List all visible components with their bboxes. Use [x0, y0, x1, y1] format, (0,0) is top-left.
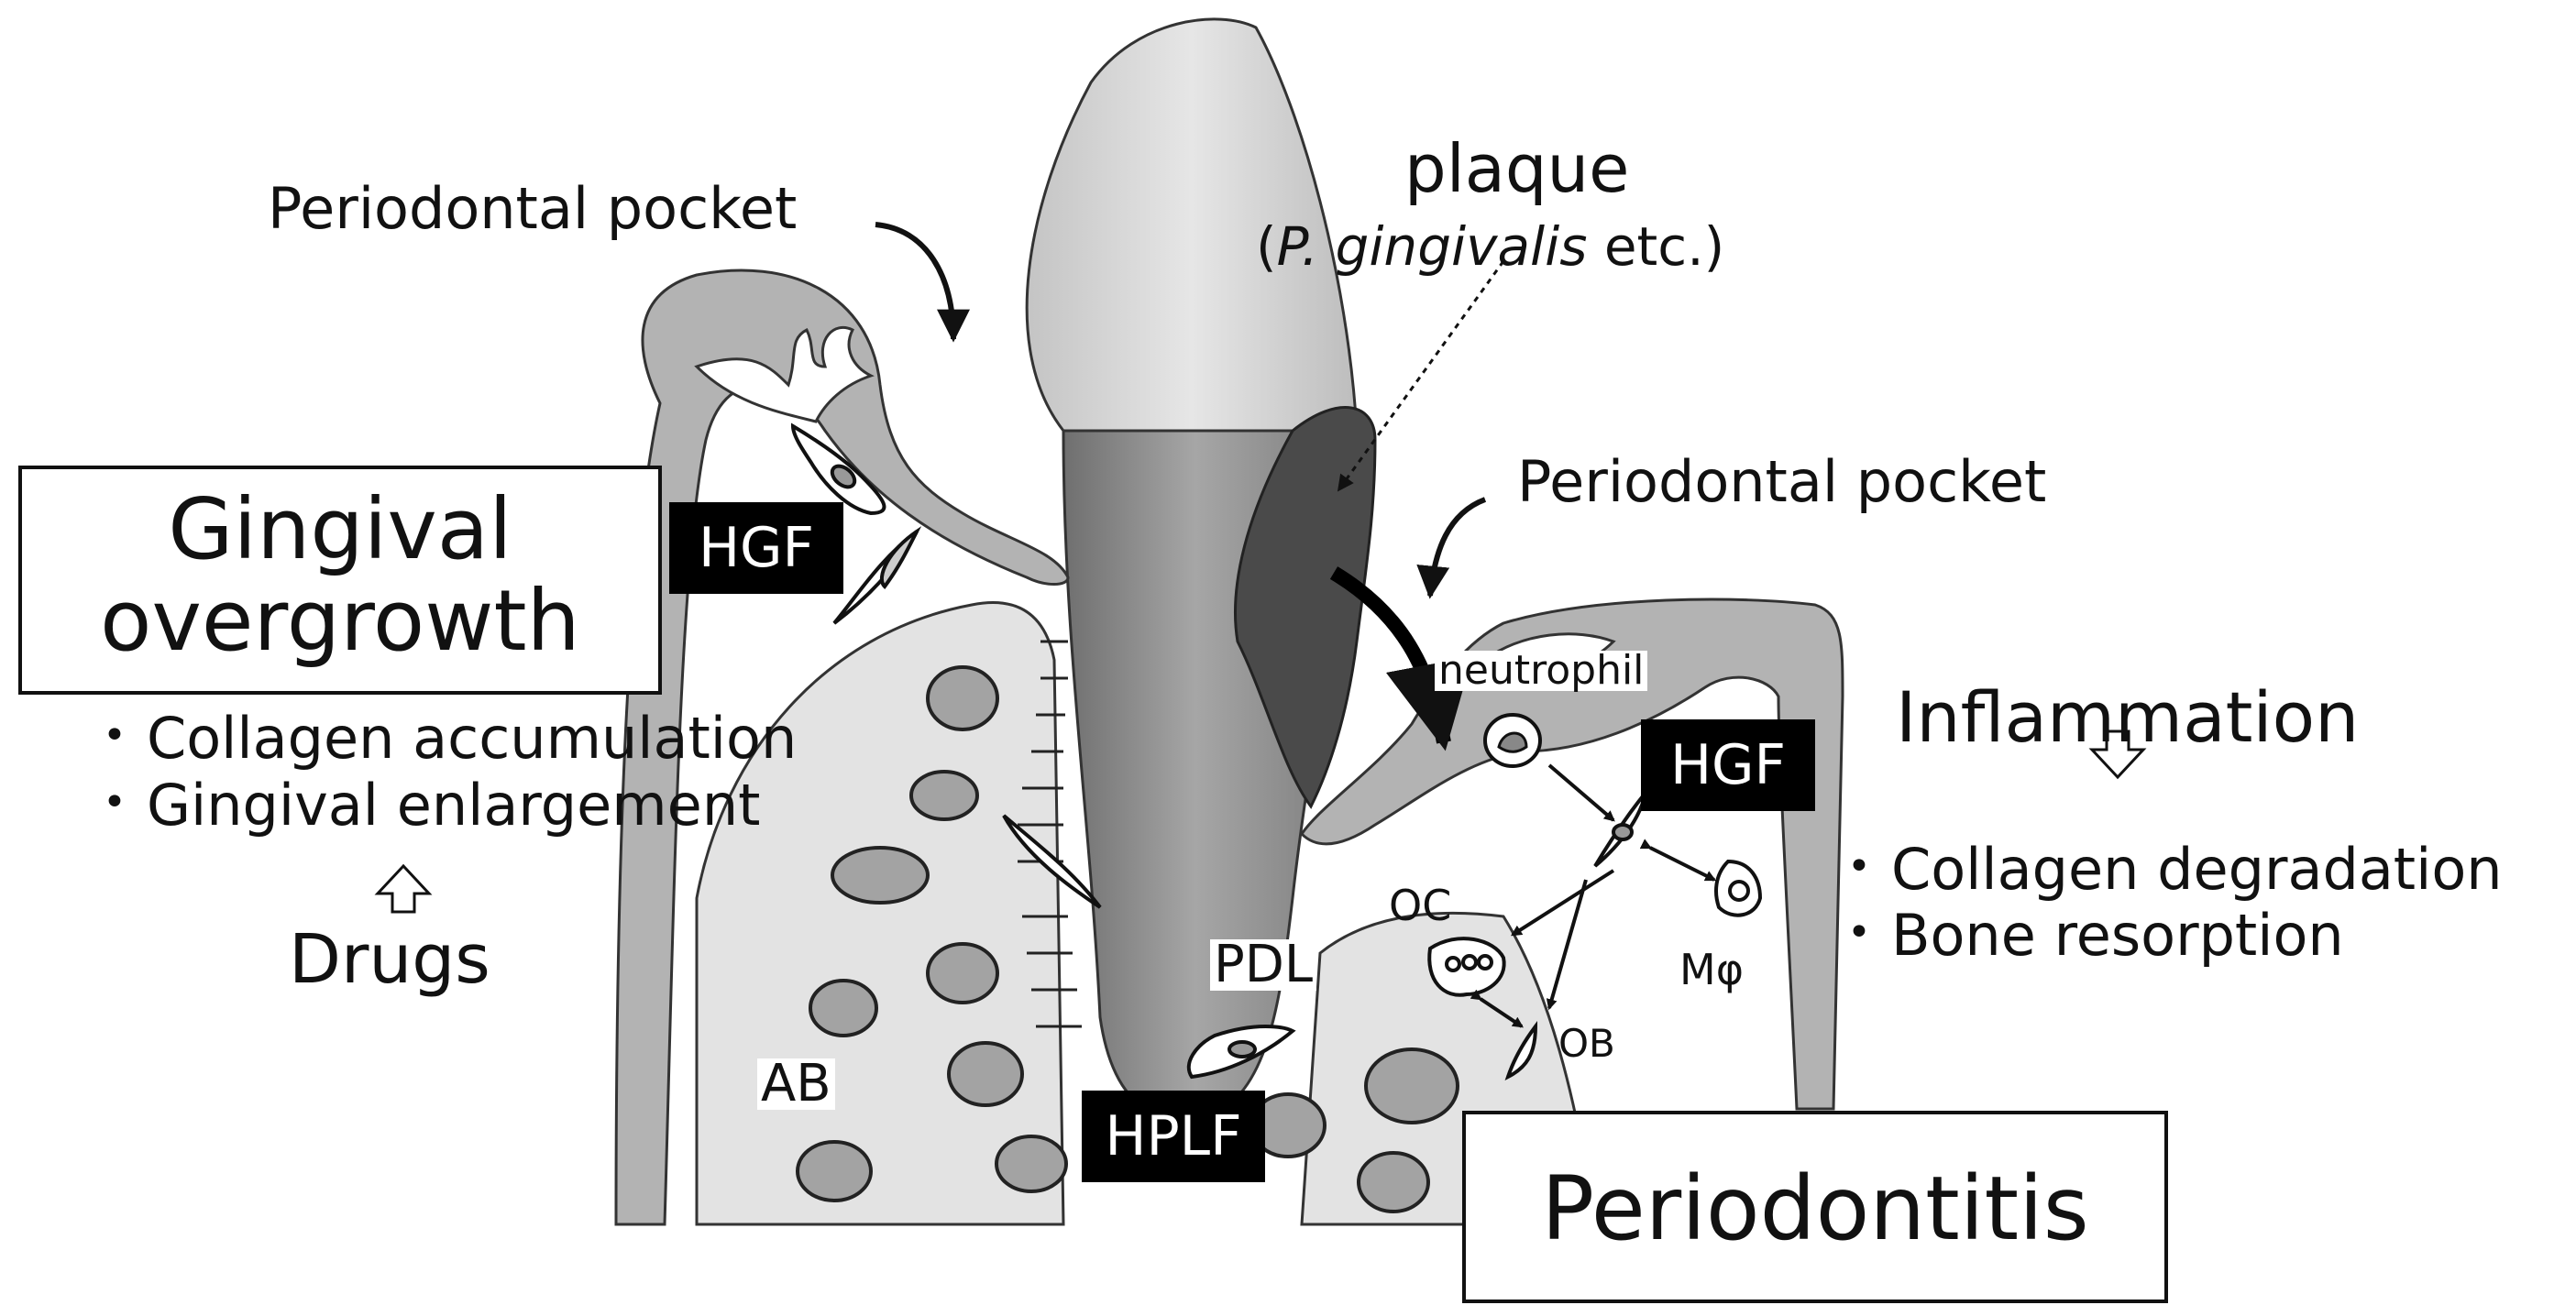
arrow-pocket-left	[875, 222, 970, 343]
plaque-mass	[1234, 406, 1377, 809]
arrow-plaque-invasion	[1329, 566, 1473, 751]
box-gingival-overgrowth: Gingival overgrowth	[18, 466, 662, 695]
title-periodontitis: Periodontitis	[1541, 1157, 2089, 1260]
cells-right	[1427, 713, 1763, 1080]
tooth-crown	[1025, 17, 1359, 433]
label-oc: OC	[1389, 881, 1452, 930]
label-plaque: plaque	[1404, 130, 1630, 207]
bullet-bone-resorption: Bone resorption	[1847, 907, 2344, 964]
tag-hgf-left: HGF	[669, 502, 843, 594]
label-periodontal-pocket-left: Periodontal pocket	[268, 175, 798, 242]
down-arrow-inflammation	[2088, 729, 2147, 780]
title-gingival: Gingival	[168, 480, 512, 578]
label-ob: OB	[1558, 1021, 1615, 1066]
gingiva-left	[614, 269, 1070, 1226]
label-inflammation: Inflammation	[1896, 676, 2360, 758]
arrow-pocket-right	[1416, 497, 1487, 599]
arrow-plaque-dashed	[1337, 260, 1505, 492]
up-arrow-drugs	[374, 863, 433, 914]
bullet-collagen-accumulation: Collagen accumulation	[103, 710, 797, 767]
tag-hgf-right: HGF	[1641, 719, 1815, 811]
label-species-italic: P. gingivalis	[1276, 215, 1588, 278]
interaction-arrows	[1470, 763, 1717, 1028]
label-plaque-species: (P. gingivalis etc.)	[1256, 215, 1725, 278]
label-periodontal-pocket-right: Periodontal pocket	[1517, 448, 2047, 515]
label-mphi: Mφ	[1679, 945, 1745, 994]
bullet-gingival-enlargement: Gingival enlargement	[103, 777, 760, 834]
pocket-left	[694, 325, 875, 423]
alveolar-bone	[695, 601, 1065, 1226]
box-periodontitis: Periodontitis	[1462, 1111, 2168, 1303]
label-drugs: Drugs	[289, 920, 490, 999]
fibroblast-cells-left	[790, 422, 1296, 1080]
label-pdl: PDL	[1210, 939, 1317, 991]
label-neutrophil: neutrophil	[1435, 651, 1648, 691]
label-species-rest: etc.)	[1587, 215, 1725, 278]
bullet-collagen-degradation: Collagen degradation	[1847, 841, 2503, 898]
pdl-fibers	[1018, 640, 1082, 1028]
label-ab: AB	[757, 1058, 835, 1110]
title-overgrowth: overgrowth	[100, 572, 580, 670]
tag-hplf: HPLF	[1082, 1091, 1265, 1182]
